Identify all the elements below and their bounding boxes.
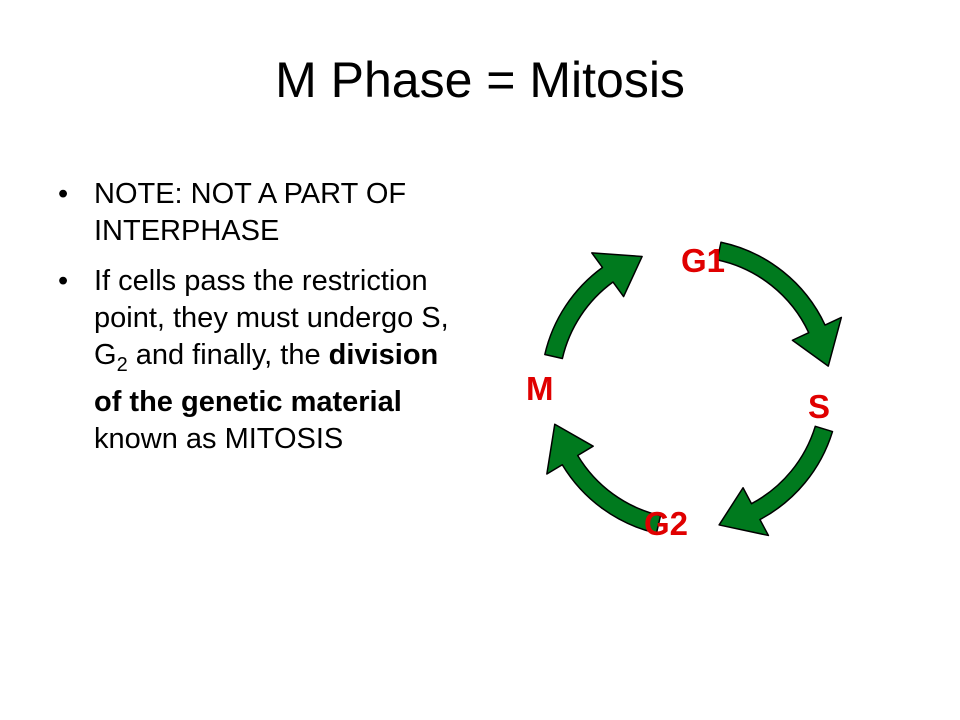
- subscript: 2: [116, 353, 128, 376]
- list-item: • If cells pass the restriction point, t…: [58, 263, 458, 458]
- page-title: M Phase = Mitosis: [275, 52, 685, 108]
- list-item: • NOTE: NOT A PART OF INTERPHASE: [58, 176, 458, 250]
- arrow-g1-to-s: [716, 241, 843, 367]
- bullet-icon: •: [58, 178, 69, 210]
- bullet-icon: •: [58, 265, 69, 297]
- label-g2: G2: [644, 505, 688, 542]
- cell-cycle-diagram: G1 S G2 M: [526, 241, 843, 542]
- bullet-text: NOTE: NOT A PART OF INTERPHASE: [94, 178, 407, 247]
- label-m: M: [526, 370, 554, 407]
- bullet-list: • NOTE: NOT A PART OF INTERPHASE • If ce…: [58, 176, 458, 471]
- bold-text: division of the genetic material: [94, 339, 439, 418]
- bullet-text: If cells pass the restriction point, the…: [94, 265, 449, 455]
- label-s: S: [808, 388, 830, 425]
- bullet-text-part: known as MITOSIS: [94, 422, 344, 455]
- label-g1: G1: [681, 242, 725, 279]
- bullet-text-part: If cells pass the restriction point, the…: [94, 265, 449, 371]
- arrow-s-to-g2: [718, 425, 834, 537]
- cycle-arrows: [544, 241, 843, 537]
- bullet-text-part: and finally, the: [127, 339, 329, 371]
- arrow-m-to-g1: [544, 252, 643, 360]
- arrow-g2-to-m: [546, 423, 662, 534]
